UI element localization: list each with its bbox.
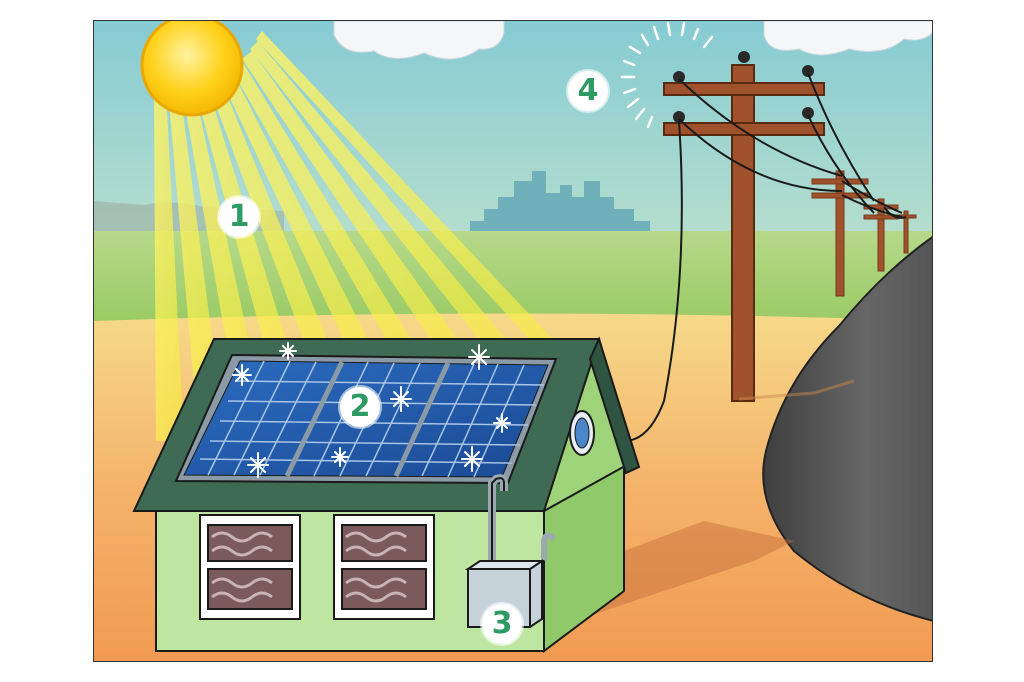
- solar-energy-illustration: [94, 21, 932, 661]
- step-badge-2: 2: [340, 387, 380, 427]
- city-skyline: [470, 171, 650, 233]
- step-badge-3: 3: [482, 604, 522, 644]
- sparkle-icon: [232, 342, 511, 478]
- conduit: [488, 474, 557, 561]
- signal-ticks: [620, 21, 714, 129]
- utility-pole: [663, 51, 855, 402]
- step-badge-4: 4: [568, 71, 608, 111]
- road: [762, 236, 932, 622]
- sunbeams: [154, 31, 564, 441]
- clouds: [333, 21, 932, 60]
- illustration-frame: 1 2 3 4: [93, 20, 933, 662]
- sun-icon: [140, 21, 244, 117]
- step-badge-1: 1: [219, 197, 259, 237]
